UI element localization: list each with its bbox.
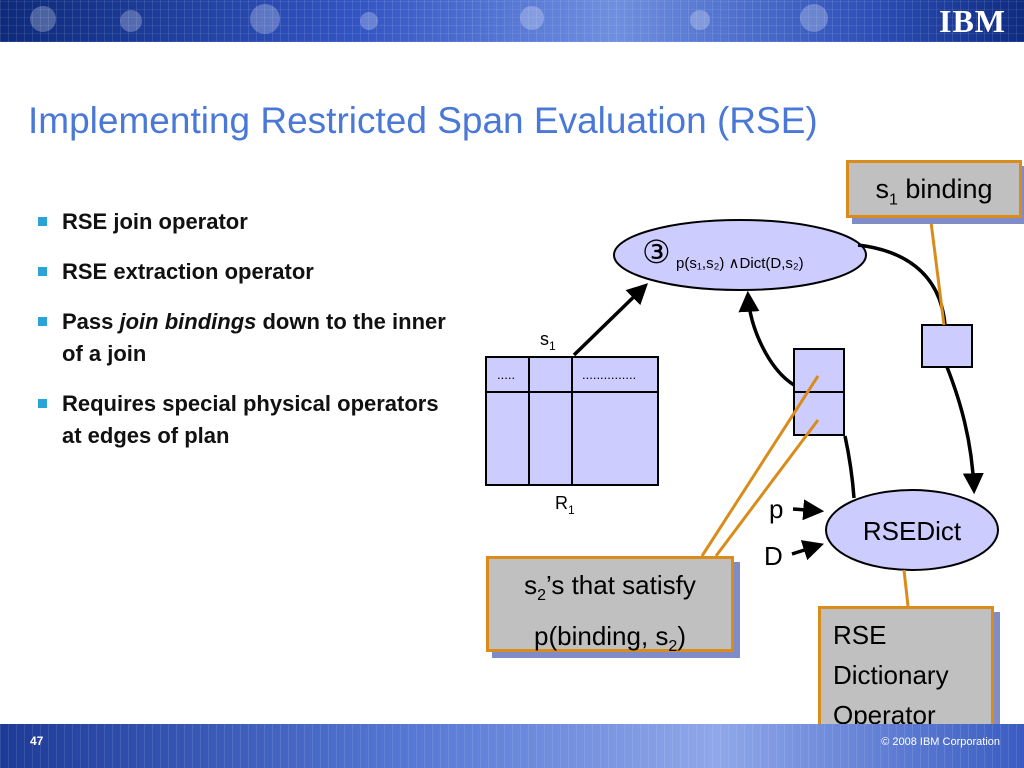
table-cell-dots: ............... bbox=[582, 367, 636, 382]
rsedict-node bbox=[825, 489, 999, 571]
banner-decoration bbox=[250, 4, 280, 34]
join-symbol: ③ bbox=[642, 233, 671, 271]
bullet-item: RSE extraction operator bbox=[38, 256, 458, 288]
callout-rse-dictionary-operator: RSE Dictionary Operator bbox=[818, 606, 994, 736]
callout-line: s2’s that satisfy bbox=[489, 565, 731, 616]
callout-text: s bbox=[524, 570, 538, 600]
callout-connector bbox=[700, 375, 820, 557]
callout-line: RSE bbox=[833, 620, 887, 650]
callout-text: ) bbox=[677, 621, 686, 652]
callout-text: binding bbox=[897, 174, 993, 204]
arrow-binding-to-rsedict bbox=[945, 366, 984, 495]
input-d-label: D bbox=[764, 541, 783, 571]
callout-s1-binding: s1 binding bbox=[846, 160, 1022, 218]
banner-decoration bbox=[520, 6, 544, 30]
rsedict-label: RSEDict bbox=[863, 516, 962, 546]
arrow-table-to-join bbox=[572, 283, 649, 357]
binding-box bbox=[921, 324, 973, 368]
bullet-text: RSE extraction operator bbox=[62, 259, 314, 284]
callout-line: Dictionary bbox=[833, 660, 949, 690]
arrow-d-to-rsedict bbox=[791, 540, 824, 561]
bullet-item: RSE join operator bbox=[38, 206, 458, 238]
arrow-rsedict-to-buffer bbox=[843, 435, 856, 499]
bullet-item: Pass join bindings down to the inner of … bbox=[38, 306, 458, 370]
join-predicate-label: p(s₁,s₂) ∧Dict(D,s₂) bbox=[676, 255, 804, 272]
banner-decoration bbox=[30, 6, 56, 32]
bullet-text: RSE join operator bbox=[62, 209, 248, 234]
table-cell-dots: ..... bbox=[497, 367, 515, 382]
bottom-banner: 47 © 2008 IBM Corporation bbox=[0, 724, 1024, 768]
arrow-p-to-rsedict bbox=[792, 499, 825, 521]
callout-connector bbox=[714, 419, 820, 557]
input-p-label: p bbox=[769, 494, 783, 524]
bullet-list: RSE join operator RSE extraction operato… bbox=[38, 206, 458, 470]
callout-text: p(binding, s bbox=[534, 621, 669, 652]
banner-grid-pattern bbox=[0, 724, 1024, 768]
banner-grid-pattern bbox=[0, 0, 1024, 42]
callout-connector bbox=[928, 213, 946, 326]
top-banner: IBM bbox=[0, 0, 1024, 42]
copyright-notice: © 2008 IBM Corporation bbox=[881, 736, 1000, 748]
bullet-item: Requires special physical operators at e… bbox=[38, 388, 458, 452]
join-node bbox=[613, 219, 867, 291]
table-r1: ..... ............... bbox=[485, 356, 659, 486]
callout-connector bbox=[902, 569, 910, 607]
bullet-italic-text: join bindings bbox=[119, 309, 257, 334]
callout-s2-satisfy: s2’s that satisfy p(binding, s2) bbox=[486, 556, 734, 655]
callout-text: ’s that satisfy bbox=[546, 570, 696, 600]
s1-label: s1 bbox=[540, 329, 556, 353]
callout-subscript: 1 bbox=[889, 191, 898, 209]
ibm-logo: IBM bbox=[939, 3, 1006, 39]
banner-decoration bbox=[800, 4, 828, 32]
bullet-text: Pass bbox=[62, 309, 120, 334]
banner-decoration bbox=[120, 10, 142, 32]
callout-subscript: 2 bbox=[537, 587, 547, 605]
banner-decoration bbox=[360, 12, 378, 30]
bullet-text: Requires special physical operators at e… bbox=[62, 391, 439, 448]
arrow-join-to-binding bbox=[857, 243, 947, 326]
bullet-text: down to the inner of a join bbox=[62, 309, 446, 366]
callout-text: s bbox=[875, 174, 890, 204]
arrow-buffer-to-join bbox=[738, 290, 795, 387]
banner-decoration bbox=[690, 10, 710, 30]
callout-line: p(binding, s2) bbox=[489, 616, 731, 667]
slide-title: Implementing Restricted Span Evaluation … bbox=[28, 100, 818, 141]
table-name-label: R1 bbox=[555, 493, 575, 517]
callout-subscript: 2 bbox=[668, 638, 678, 656]
page-number: 47 bbox=[30, 734, 44, 748]
